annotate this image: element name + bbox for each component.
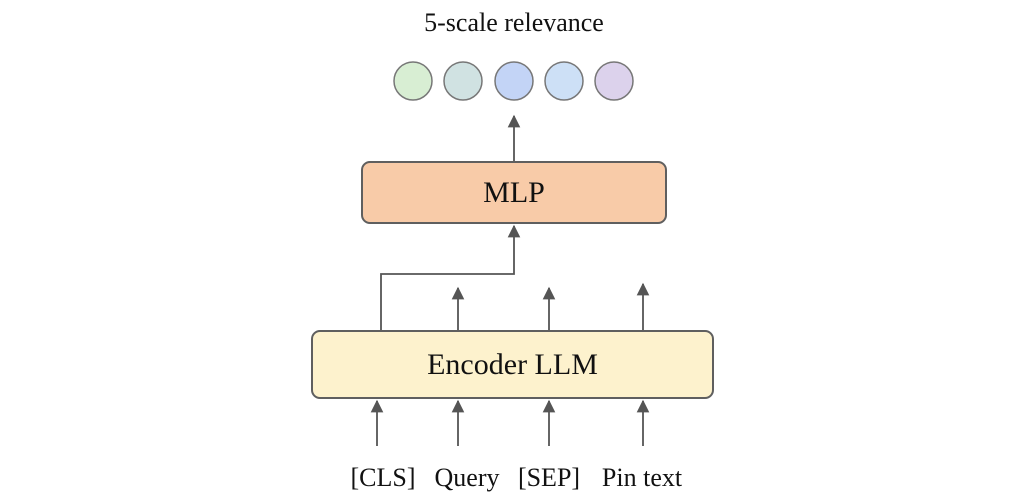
- relevance-circle-1: [393, 61, 433, 101]
- relevance-circle-4: [544, 61, 584, 101]
- arrow-cls-to-mlp: [380, 224, 521, 330]
- encoder-llm-label: Encoder LLM: [427, 347, 598, 381]
- relevance-circle-3: [494, 61, 534, 101]
- input-token-pin-text: Pin text: [601, 463, 683, 492]
- relevance-circle-5: [594, 61, 634, 101]
- input-token-cls: [CLS]: [350, 463, 416, 492]
- relevance-circle-2: [443, 61, 483, 101]
- encoder-llm-box: Encoder LLM: [311, 330, 714, 399]
- input-token-sep: [SEP]: [517, 463, 581, 492]
- output-circles: [393, 61, 634, 101]
- mlp-label: MLP: [483, 175, 545, 209]
- input-token-query: Query: [434, 463, 500, 492]
- mlp-box: MLP: [361, 161, 667, 224]
- diagram-title: 5-scale relevance: [424, 8, 604, 37]
